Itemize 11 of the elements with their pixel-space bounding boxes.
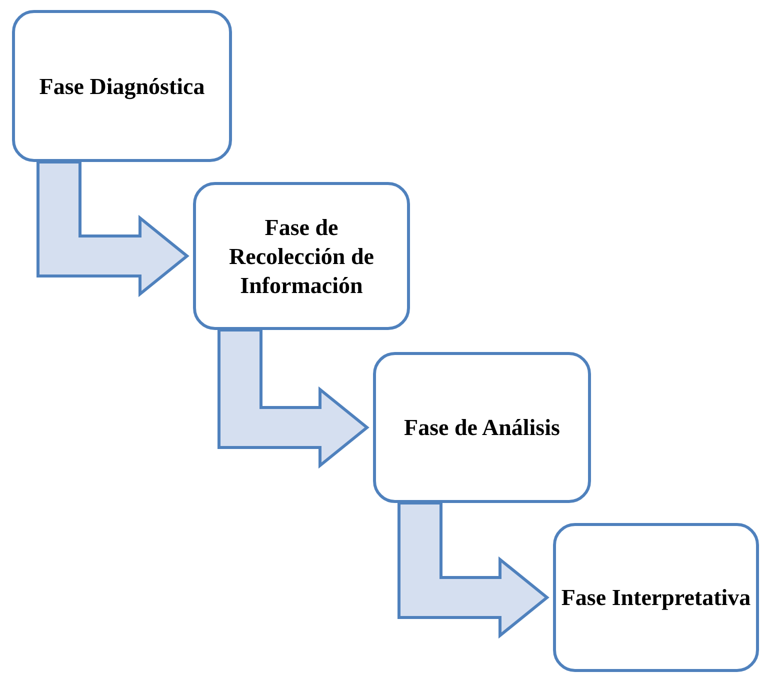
process-box xyxy=(12,10,232,162)
bent-arrow xyxy=(36,160,190,298)
phase-label: Fase Diagnóstica xyxy=(39,72,205,100)
phase-label: Fase de Recolección de Información xyxy=(228,214,375,300)
bent-arrow xyxy=(218,328,370,469)
phase-label: Fase Interpretativa xyxy=(561,584,751,612)
phase-label: Fase de Análisis xyxy=(404,414,560,442)
process-box xyxy=(553,523,759,672)
process-box xyxy=(193,182,410,330)
bent-arrow xyxy=(398,502,550,639)
process-box xyxy=(373,352,591,503)
